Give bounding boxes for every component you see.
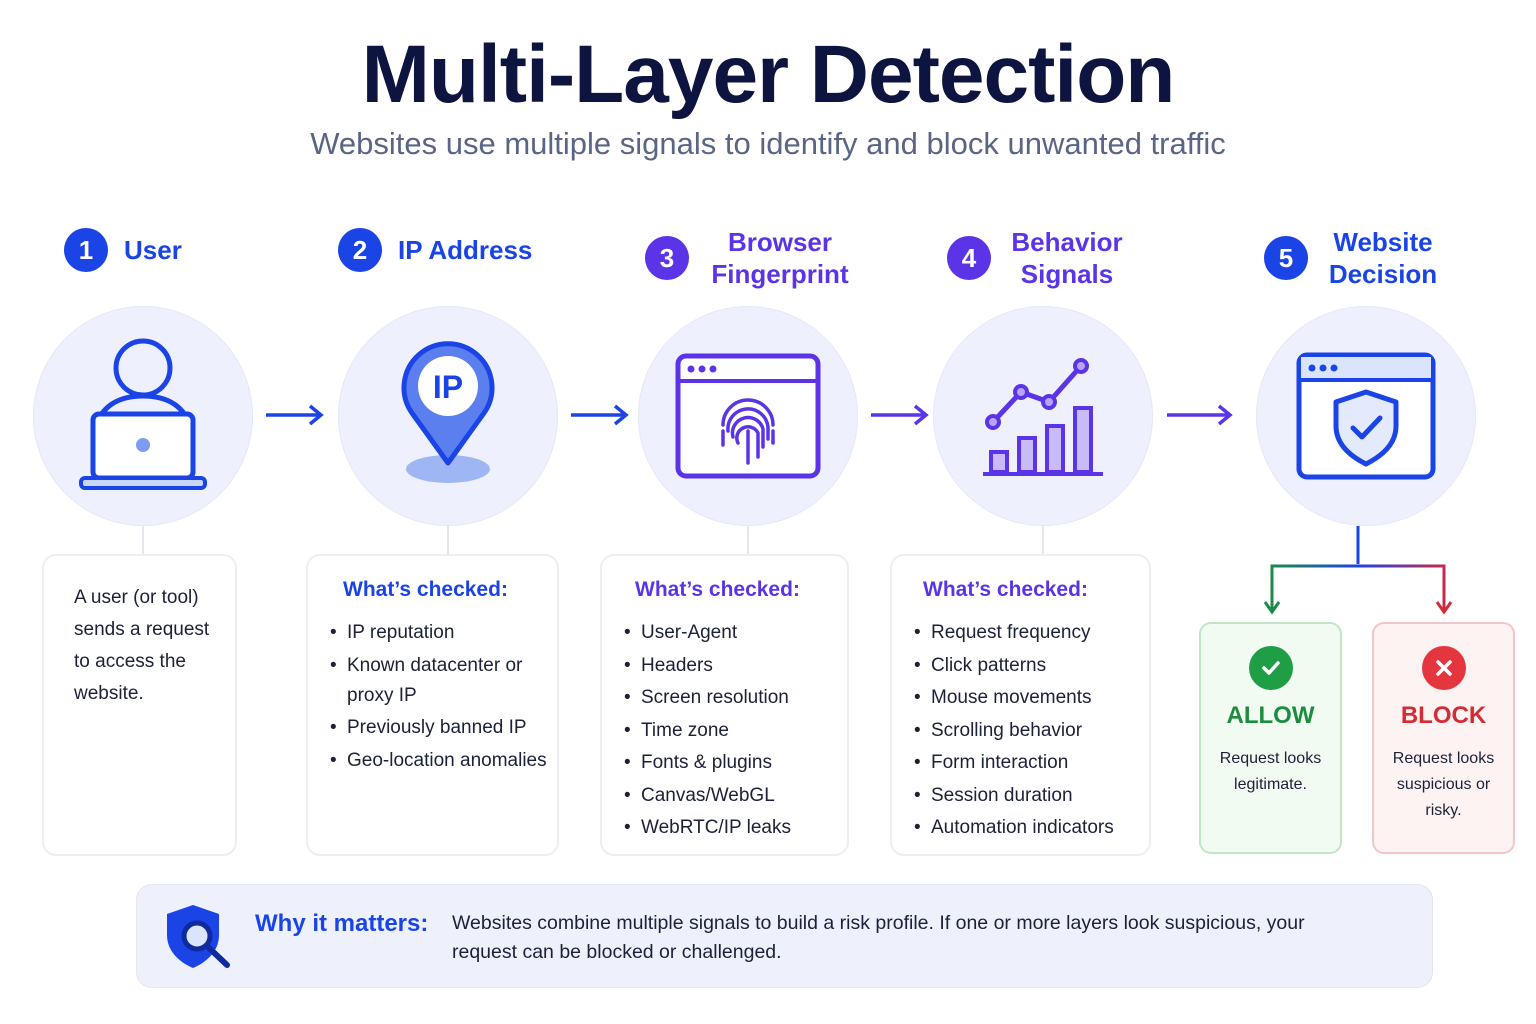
step-2-header: 2 IP Address xyxy=(338,228,532,272)
step-4-title: Behavior Signals xyxy=(1011,227,1123,289)
step-5-badge: 5 xyxy=(1264,236,1308,280)
step-2-title: IP Address xyxy=(398,235,533,265)
step-3-title: Browser Fingerprint xyxy=(711,227,849,289)
shield-check-icon xyxy=(1350,415,1383,440)
step-4-circle xyxy=(933,306,1153,526)
behavior-chart-icon xyxy=(983,358,1103,476)
list-item: Previously banned IP xyxy=(330,713,549,743)
step-4-badge: 4 xyxy=(947,236,991,280)
step-4-card: What’s checked: Request frequency Click … xyxy=(890,554,1151,856)
shield-magnifier-icon xyxy=(167,905,230,968)
block-text: Request looks suspicious or risky. xyxy=(1392,750,1495,819)
list-item: Mouse movements xyxy=(914,683,1141,713)
list-item: Automation indicators xyxy=(914,813,1141,843)
step-4-header: 4 Behavior Signals xyxy=(947,226,1127,290)
block-label: BLOCK xyxy=(1400,702,1487,729)
list-item: Click patterns xyxy=(914,651,1141,681)
why-text: Websites combine multiple signals to bui… xyxy=(452,912,1305,963)
arrow-right-icon xyxy=(1167,404,1233,426)
block-card: BLOCK Request looks suspicious or risky. xyxy=(1372,622,1515,854)
why-it-matters-panel: Why it matters: Websites combine multipl… xyxy=(136,884,1433,988)
step-2-check-list: IP reputation Known datacenter or proxy … xyxy=(330,618,549,778)
connector-line xyxy=(1042,526,1044,554)
arrow-right-icon xyxy=(571,404,629,426)
step-2-circle: IP xyxy=(338,306,558,526)
ip-pin-text: IP xyxy=(433,369,463,405)
why-label: Why it matters: xyxy=(255,910,429,937)
step-5-circle xyxy=(1256,306,1476,526)
x-circle-icon xyxy=(1421,646,1466,690)
decision-branch-connector xyxy=(1263,526,1453,615)
step-1-circle xyxy=(33,306,253,526)
step-3-badge: 3 xyxy=(645,236,689,280)
list-item: Session duration xyxy=(914,781,1141,811)
step-3-card: What’s checked: User-Agent Headers Scree… xyxy=(600,554,849,856)
list-item: Known datacenter or proxy IP xyxy=(330,651,549,711)
allow-card: ALLOW Request looks legitimate. xyxy=(1199,622,1342,854)
list-item: IP reputation xyxy=(330,618,549,648)
arrow-right-icon xyxy=(266,404,324,426)
step-1-title: User xyxy=(124,235,182,265)
step-3-circle xyxy=(638,306,858,526)
step-5-title: Website Decision xyxy=(1328,227,1438,289)
connector-line xyxy=(447,526,449,554)
arrow-right-icon xyxy=(871,404,929,426)
browser-fingerprint-icon xyxy=(675,353,821,479)
connector-line xyxy=(142,526,144,554)
browser-shield-icon xyxy=(1296,352,1436,480)
step-1-header: 1 User xyxy=(64,228,182,272)
step-3-header: 3 Browser Fingerprint xyxy=(645,226,855,290)
list-item: Geo-location anomalies xyxy=(330,746,549,776)
step-3-checked-label: What’s checked: xyxy=(635,578,800,601)
connector-line xyxy=(747,526,749,554)
list-item: Scrolling behavior xyxy=(914,716,1141,746)
step-3-check-list: User-Agent Headers Screen resolution Tim… xyxy=(624,618,839,846)
step-1-description: A user (or tool) sends a request to acce… xyxy=(74,587,210,704)
step-5-header: 5 Website Decision xyxy=(1264,226,1442,290)
page-subtitle: Websites use multiple signals to identif… xyxy=(310,126,1226,161)
allow-label: ALLOW xyxy=(1226,702,1315,729)
step-4-checked-label: What’s checked: xyxy=(923,578,1088,601)
list-item: Screen resolution xyxy=(624,683,839,713)
step-2-checked-label: What’s checked: xyxy=(343,578,508,601)
step-4-check-list: Request frequency Click patterns Mouse m… xyxy=(914,618,1141,846)
list-item: User-Agent xyxy=(624,618,839,648)
step-1-badge: 1 xyxy=(64,228,108,272)
user-laptop-icon xyxy=(79,338,207,490)
step-2-card: What’s checked: IP reputation Known data… xyxy=(306,554,559,856)
check-circle-icon xyxy=(1248,646,1293,690)
list-item: Request frequency xyxy=(914,618,1141,648)
step-1-card: A user (or tool) sends a request to acce… xyxy=(42,554,237,856)
fingerprint-icon xyxy=(721,398,775,465)
list-item: WebRTC/IP leaks xyxy=(624,813,839,843)
page-title: Multi-Layer Detection xyxy=(361,29,1176,120)
list-item: Headers xyxy=(624,651,839,681)
list-item: Fonts & plugins xyxy=(624,748,839,778)
step-2-badge: 2 xyxy=(338,228,382,272)
ip-location-pin-icon: IP xyxy=(401,341,495,483)
allow-text: Request looks legitimate. xyxy=(1219,750,1322,793)
list-item: Form interaction xyxy=(914,748,1141,778)
list-item: Time zone xyxy=(624,716,839,746)
list-item: Canvas/WebGL xyxy=(624,781,839,811)
